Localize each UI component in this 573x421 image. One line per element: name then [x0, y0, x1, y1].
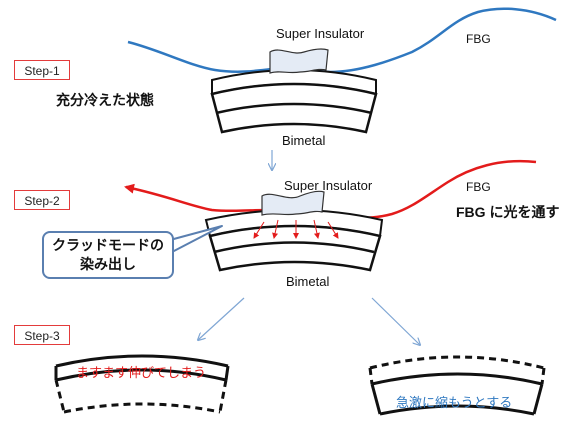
cladding-mode-callout: クラッドモードの 染み出し [42, 231, 174, 279]
bimetal-stretched [54, 354, 230, 414]
callout-line-2: 染み出し [80, 256, 136, 272]
step-2-label: Step-2 [14, 190, 70, 210]
super-insulator-label-1: Super Insulator [276, 26, 365, 41]
super-insulator-step1 [269, 48, 329, 74]
arrow-to-right-outcome [371, 297, 420, 345]
cladding-leak-arrows [253, 219, 339, 239]
keeps-stretching-text: ますます伸びてしまう [76, 365, 207, 380]
fbg-fiber-step2-left [124, 183, 269, 213]
step-1-label: Step-1 [14, 60, 70, 80]
sudden-shrink-text: 急激に縮もうとする [396, 395, 513, 410]
callout-line-1: クラッドモードの [52, 237, 164, 253]
light-through-text: FBG に光を通す [456, 204, 560, 220]
cooled-state-text: 充分冷えた状態 [56, 92, 154, 108]
step-3-label: Step-3 [14, 325, 70, 345]
super-insulator-label-2: Super Insulator [284, 178, 373, 193]
fbg-fiber-step1 [127, 7, 557, 74]
bimetal-step2 [204, 209, 384, 272]
bimetal-shrinking [368, 355, 546, 416]
arrow-to-left-outcome [198, 297, 245, 340]
bimetal-step1 [210, 69, 378, 134]
bimetal-label-2: Bimetal [286, 274, 330, 289]
super-insulator-step2 [261, 190, 325, 216]
bimetal-label-1: Bimetal [282, 133, 326, 148]
fbg-label-1: FBG [466, 32, 491, 46]
fbg-label-2: FBG [466, 180, 491, 194]
